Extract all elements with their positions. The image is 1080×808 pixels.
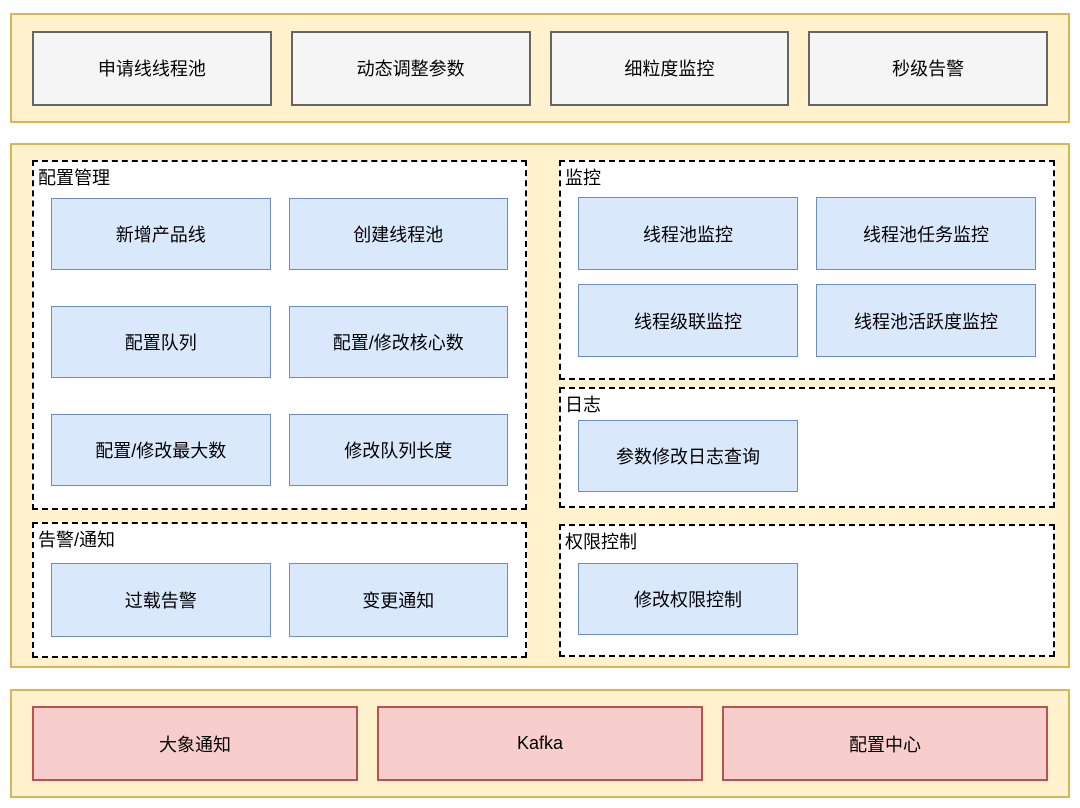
feature-box-add-product-line: 新增产品线 — [51, 198, 271, 270]
monitor-feature-grid: 线程池监控 线程池任务监控 线程级联监控 线程池活跃度监控 — [561, 197, 1053, 357]
top-capability-band: 申请线线程池 动态调整参数 细粒度监控 秒级告警 — [10, 13, 1070, 123]
section-monitor-title: 监控 — [565, 168, 601, 188]
section-config-title: 配置管理 — [38, 168, 110, 188]
feature-box-modify-queue-length: 修改队列长度 — [288, 414, 508, 486]
alert-feature-grid: 过载告警 变更通知 — [34, 563, 525, 637]
log-feature-grid: 参数修改日志查询 — [561, 420, 1053, 492]
feature-box-change-notify: 变更通知 — [288, 563, 508, 637]
feature-box-param-change-log-query: 参数修改日志查询 — [578, 420, 798, 492]
permission-feature-grid: 修改权限控制 — [561, 563, 1053, 635]
feature-box-config-max-size: 配置/修改最大数 — [51, 414, 271, 486]
section-log: 日志 参数修改日志查询 — [559, 387, 1055, 508]
capability-box-fine-grained-monitor: 细粒度监控 — [549, 30, 790, 106]
section-monitoring: 监控 线程池监控 线程池任务监控 线程级联监控 线程池活跃度监控 — [559, 160, 1055, 380]
capability-box-apply-threadpool: 申请线线程池 — [32, 30, 272, 106]
feature-box-thread-cascade-monitor: 线程级联监控 — [578, 284, 798, 357]
section-permission-control: 权限控制 修改权限控制 — [559, 524, 1055, 657]
section-permission-title: 权限控制 — [565, 532, 637, 552]
section-alert-title: 告警/通知 — [38, 530, 116, 550]
feature-box-config-queue: 配置队列 — [51, 306, 271, 378]
infra-box-config-center: 配置中心 — [722, 706, 1048, 781]
infra-box-daxiang-notify: 大象通知 — [32, 706, 358, 781]
capability-box-second-level-alert: 秒级告警 — [808, 30, 1048, 106]
feature-box-overload-alert: 过载告警 — [51, 563, 271, 637]
config-feature-grid: 新增产品线 创建线程池 配置队列 配置/修改核心数 配置/修改最大数 修改队列长… — [34, 198, 525, 486]
bottom-infrastructure-band: 大象通知 Kafka 配置中心 — [10, 689, 1070, 798]
capability-box-dynamic-params: 动态调整参数 — [290, 30, 531, 106]
feature-box-config-core-size: 配置/修改核心数 — [288, 306, 508, 378]
middle-modules-band: 配置管理 新增产品线 创建线程池 配置队列 配置/修改核心数 配置/修改最大数 … — [10, 143, 1070, 668]
feature-box-create-threadpool: 创建线程池 — [288, 198, 508, 270]
infra-box-kafka: Kafka — [377, 706, 703, 781]
feature-box-threadpool-activity-monitor: 线程池活跃度监控 — [816, 284, 1036, 357]
feature-box-threadpool-monitor: 线程池监控 — [578, 197, 798, 270]
section-config-management: 配置管理 新增产品线 创建线程池 配置队列 配置/修改核心数 配置/修改最大数 … — [32, 160, 527, 510]
section-log-title: 日志 — [565, 395, 601, 415]
feature-box-modify-permission-control: 修改权限控制 — [578, 563, 798, 635]
section-alert-notify: 告警/通知 过载告警 变更通知 — [32, 522, 527, 658]
feature-box-threadpool-task-monitor: 线程池任务监控 — [816, 197, 1036, 270]
